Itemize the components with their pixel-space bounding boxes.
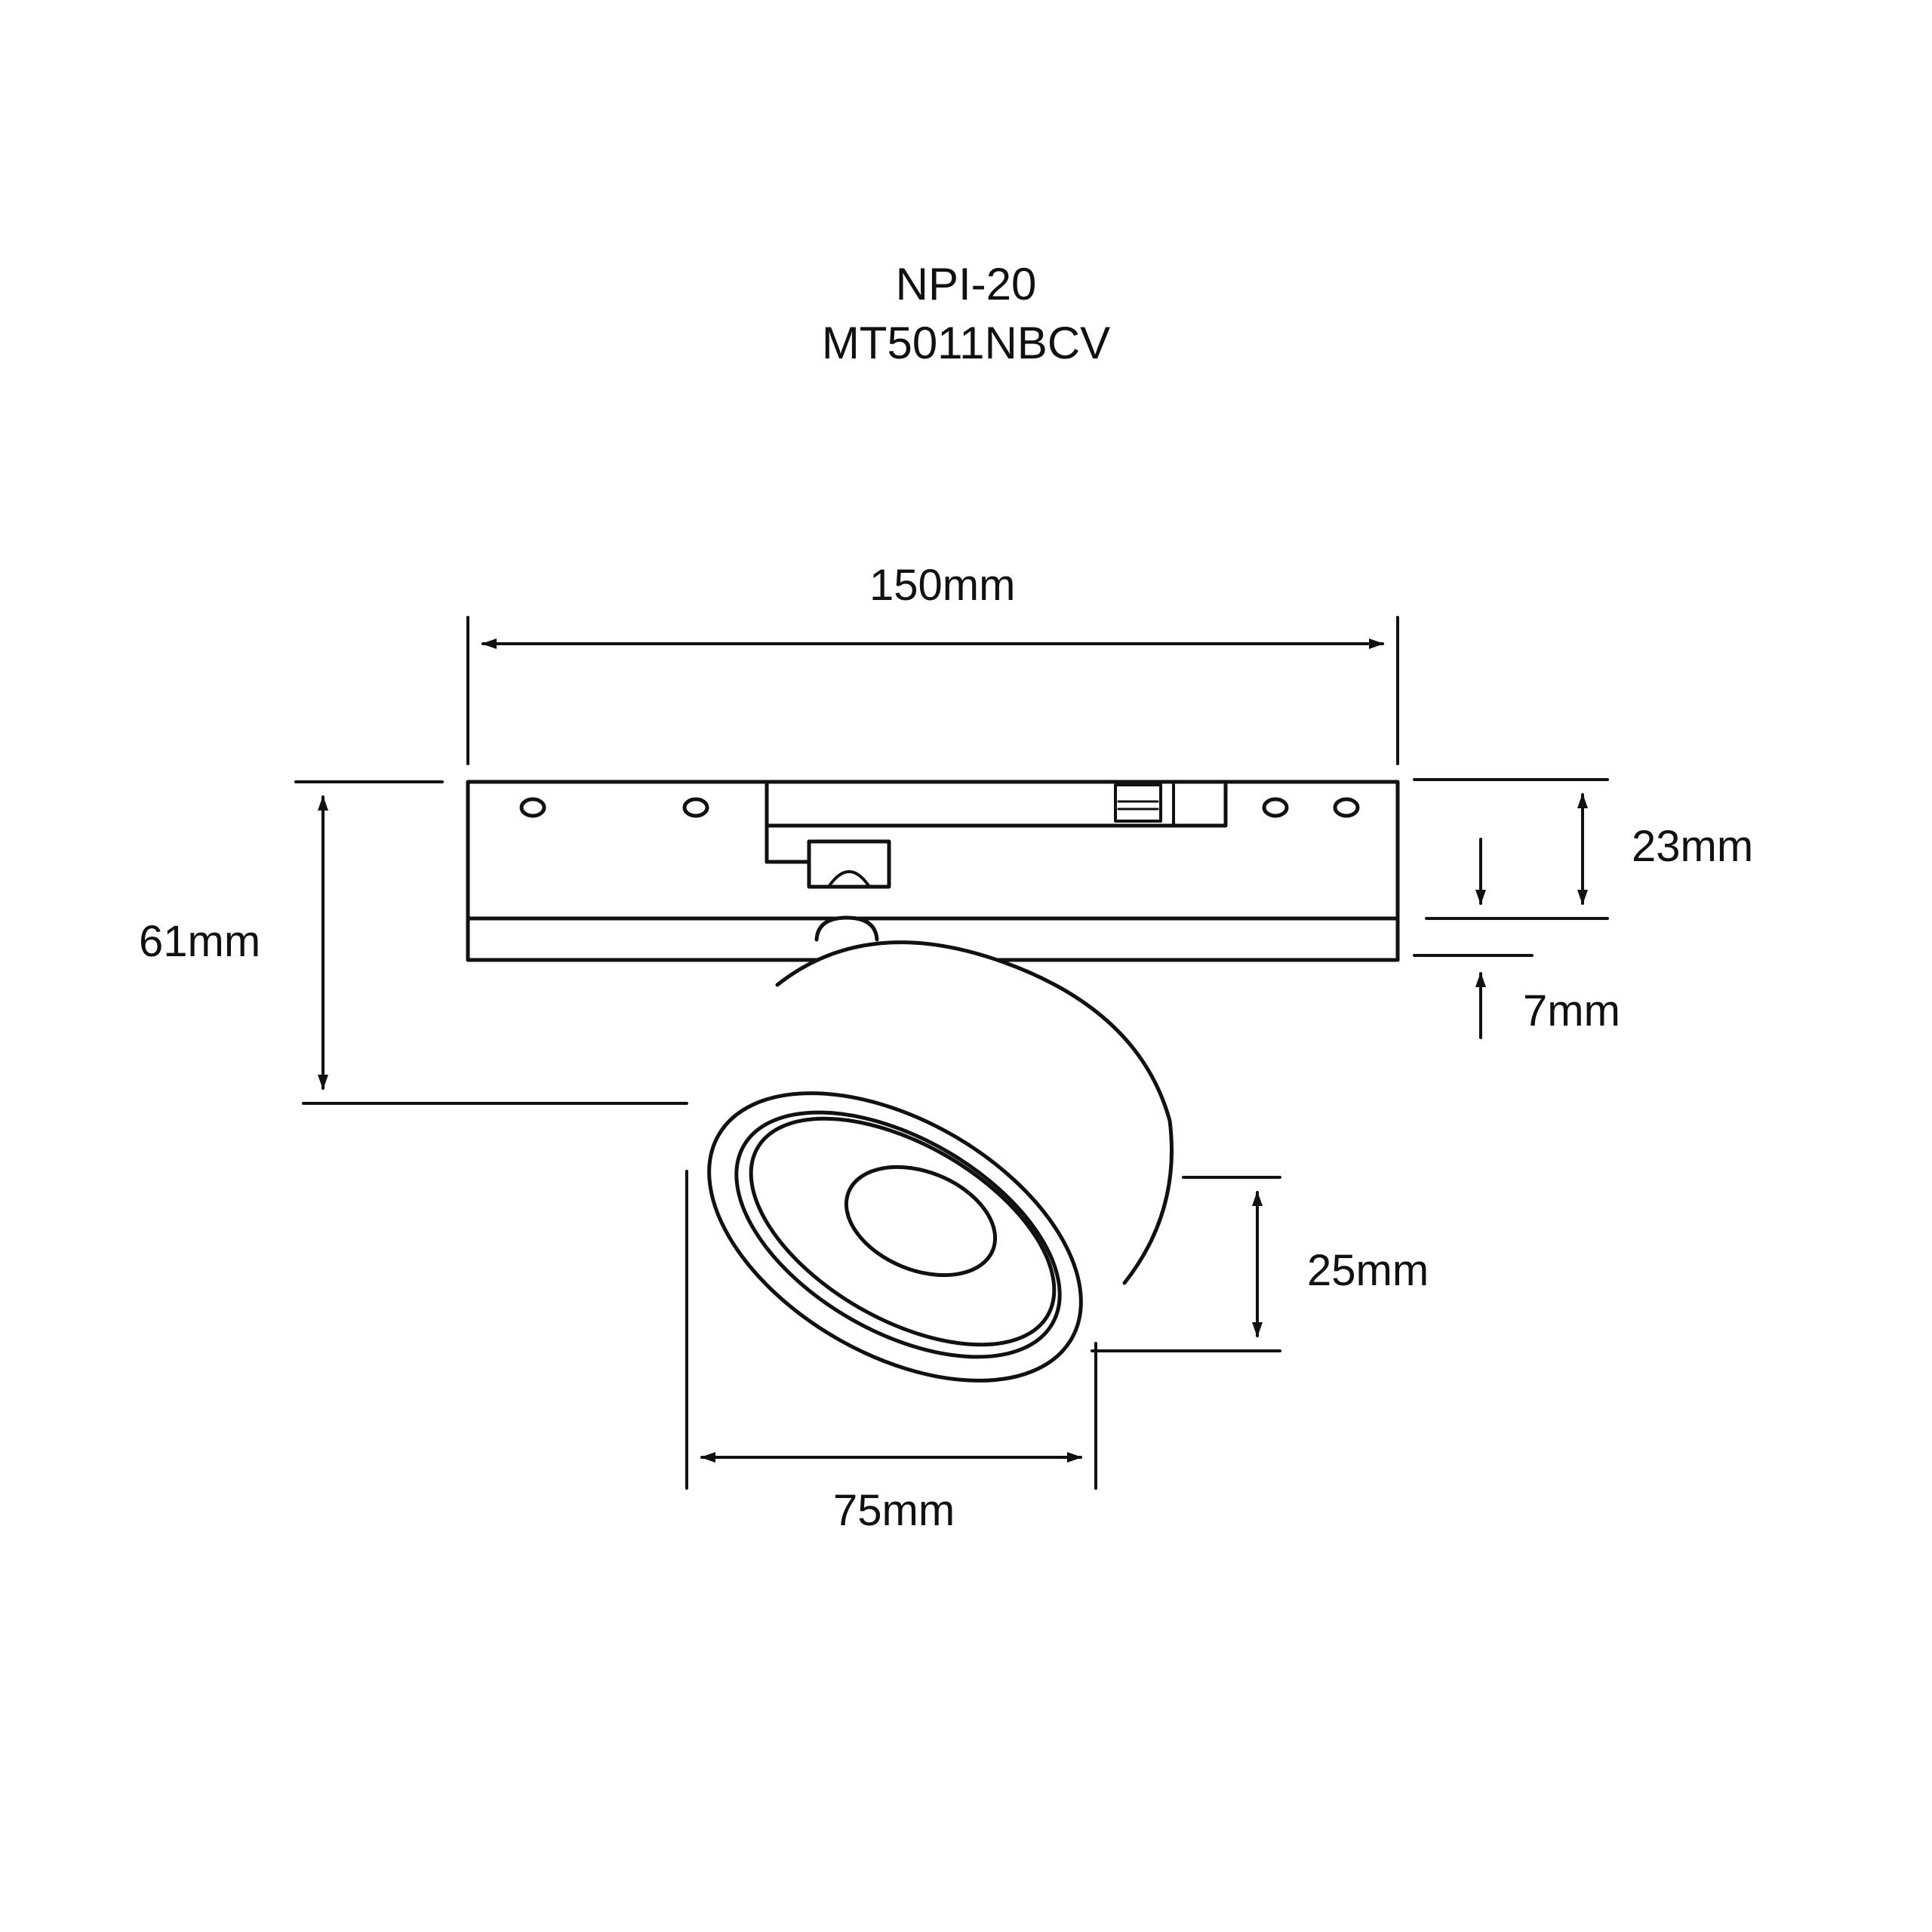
dim-label-lip-height: 7mm: [1523, 986, 1620, 1035]
lamp-face-outer: [707, 1091, 1083, 1383]
lamp-face-inner-rim: [749, 1116, 1057, 1347]
lamp-head: [707, 940, 1174, 1383]
lens: [844, 1164, 998, 1278]
dim-label-height-total: 61mm: [139, 917, 261, 966]
contact-block: [764, 780, 1228, 889]
dim-label-head-depth: 25mm: [1307, 1246, 1429, 1295]
lamp-face-rim: [734, 1110, 1062, 1359]
model-code: MT5011NBCV: [821, 318, 1111, 368]
model-name: NPI-20: [895, 259, 1037, 309]
mounting-hole: [1333, 797, 1360, 818]
mounting-hole: [1262, 797, 1289, 818]
mounting-hole: [682, 797, 709, 818]
track-adapter: [466, 780, 1400, 962]
dim-label-head-diameter: 75mm: [833, 1486, 955, 1535]
lamp-body: [775, 940, 1174, 1285]
pivot-joint: [814, 915, 879, 942]
dim-label-width-total: 150mm: [869, 561, 1016, 610]
adapter-housing: [466, 780, 1400, 962]
dimension-lines: [294, 616, 1609, 1490]
mounting-hole: [519, 797, 546, 818]
switch-slot: [1114, 783, 1162, 823]
dim-label-track-height: 23mm: [1632, 822, 1754, 871]
